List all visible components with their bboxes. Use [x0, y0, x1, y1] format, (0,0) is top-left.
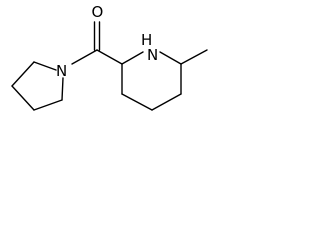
piperidine-hydrogen-label: H	[141, 31, 152, 49]
piperidine-c2-n-bond	[121, 51, 144, 65]
piperidine-c5-c4-bond	[151, 93, 182, 111]
pyrrolidine-c4-n-bond	[61, 77, 64, 101]
chemical-structure-diagram: O N H N	[11, 3, 208, 111]
oxygen-atom-label: O	[92, 3, 104, 21]
piperidine-c4-c3-bond	[121, 93, 153, 111]
pyrrolidine-c3-c4-bond	[33, 99, 63, 111]
piperidine-nitrogen-label: N	[147, 46, 158, 64]
piperidine-n-c6-bond	[159, 51, 182, 65]
carbonyl-to-piperidine-c2-bond	[96, 49, 123, 65]
pyrrolidine-nitrogen-label: N	[56, 62, 67, 80]
pyrrolidine-c2-c3-bond	[11, 85, 35, 111]
carbonyl-to-pyrrolidine-n-bond	[71, 49, 98, 65]
methyl-bond	[180, 49, 208, 65]
pyrrolidine-c1-c2-bond	[11, 61, 35, 87]
pyrrolidine-n-c1-bond	[33, 61, 57, 71]
